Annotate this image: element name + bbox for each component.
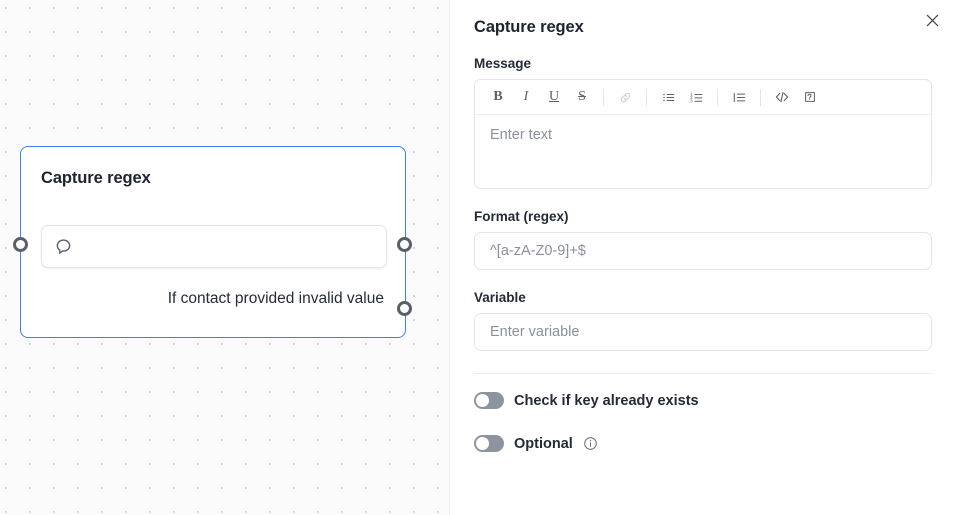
format-field-block: Format (regex) ^[a-zA-Z0-9]+$ xyxy=(474,209,932,270)
optional-label: Optional xyxy=(514,435,573,452)
check-key-exists-row: Check if key already exists xyxy=(474,392,932,409)
block-quote-icon[interactable] xyxy=(726,84,752,110)
underline-icon[interactable]: U xyxy=(548,89,560,104)
svg-text:2: 2 xyxy=(690,95,693,100)
output-port-invalid[interactable] xyxy=(397,301,412,316)
toolbar-divider xyxy=(646,88,647,106)
toolbar-divider xyxy=(760,88,761,106)
message-editor[interactable]: B I U S xyxy=(474,79,932,189)
message-field-block: Message B I U S xyxy=(474,56,932,189)
node-message-input[interactable] xyxy=(41,225,387,268)
variable-field-block: Variable Enter variable xyxy=(474,290,932,351)
variable-label: Variable xyxy=(474,290,526,305)
numbered-list-icon[interactable]: 1 2 3 xyxy=(683,84,709,110)
panel-body: Message B I U S xyxy=(450,56,956,452)
node-capture-regex[interactable]: Capture regex If contact provided invali… xyxy=(20,146,406,338)
toolbar-divider xyxy=(603,88,604,106)
format-input[interactable]: ^[a-zA-Z0-9]+$ xyxy=(474,232,932,270)
message-text-area[interactable]: Enter text xyxy=(490,127,553,143)
output-port-success[interactable] xyxy=(397,237,412,252)
bulleted-list-icon[interactable] xyxy=(655,84,681,110)
variable-tag-icon[interactable] xyxy=(797,84,823,110)
flow-canvas[interactable]: Capture regex If contact provided invali… xyxy=(0,0,449,515)
message-bubble-icon xyxy=(54,237,73,256)
svg-text:1: 1 xyxy=(690,91,693,96)
message-label: Message xyxy=(474,56,532,71)
input-port[interactable] xyxy=(13,237,28,252)
panel-title: Capture regex xyxy=(474,18,584,36)
code-icon[interactable] xyxy=(769,84,795,110)
strikethrough-icon[interactable]: S xyxy=(578,89,586,104)
format-label: Format (regex) xyxy=(474,209,569,224)
svg-text:3: 3 xyxy=(690,98,693,103)
toolbar-divider xyxy=(717,88,718,106)
info-icon[interactable] xyxy=(583,436,598,451)
optional-row: Optional xyxy=(474,435,932,452)
section-divider xyxy=(474,373,932,374)
node-branch-label: If contact provided invalid value xyxy=(167,290,384,307)
editor-toolbar: B I U S xyxy=(475,80,931,115)
variable-input[interactable]: Enter variable xyxy=(474,313,932,351)
bold-icon[interactable]: B xyxy=(493,89,503,104)
check-key-exists-label: Check if key already exists xyxy=(514,392,699,409)
node-title: Capture regex xyxy=(41,169,151,187)
italic-icon[interactable]: I xyxy=(523,89,529,104)
close-icon[interactable] xyxy=(918,6,946,34)
link-icon[interactable] xyxy=(612,84,638,110)
settings-panel: Capture regex Message B I U S xyxy=(449,0,956,515)
check-key-exists-toggle[interactable] xyxy=(474,392,504,409)
optional-toggle[interactable] xyxy=(474,435,504,452)
panel-header: Capture regex xyxy=(450,0,956,56)
